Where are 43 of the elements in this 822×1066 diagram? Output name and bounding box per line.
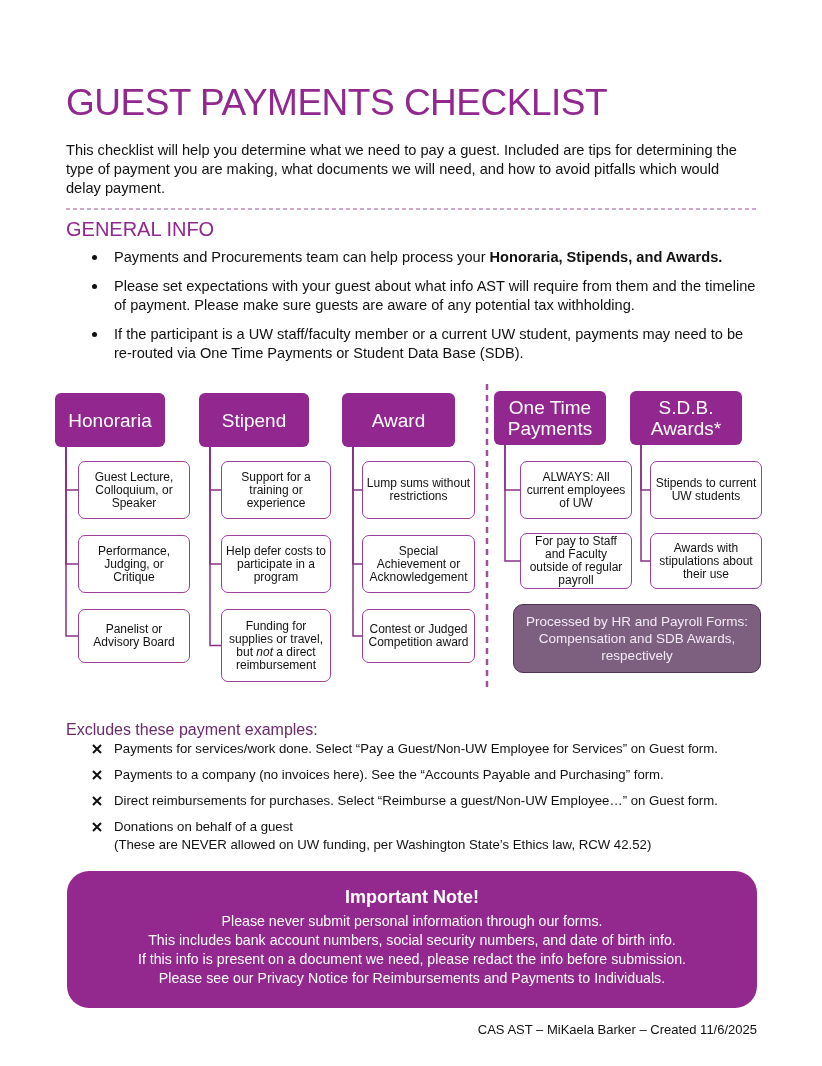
connector-line — [640, 444, 651, 562]
footer-text: CAS AST – MiKaela Barker – Created 11/6/2025 — [476, 1022, 757, 1037]
category-header: One Time Payments — [494, 391, 606, 445]
connector-line — [352, 446, 363, 637]
item-card: For pay to Staff and Faculty outside of regular payroll — [520, 533, 632, 589]
item-card: Stipends to current UW students — [650, 461, 762, 519]
excluded-item-note: (These are NEVER allowed on UW funding, per Washington State’s Ethics law, RCW 42.52) — [114, 836, 653, 853]
connector-line — [65, 446, 79, 637]
note-text: If this info is present on a document we need, please redact the info before submission. — [136, 950, 688, 969]
item-card: Support for a training or experience — [221, 461, 331, 519]
note-heading: Important Note! — [344, 887, 480, 908]
note-text: Please never submit personal information through our forms. — [220, 912, 604, 931]
item-card: Guest Lecture, Colloquium, or Speaker — [78, 461, 190, 519]
bullet-text: If the participant is a UW staff/faculty member or a current UW student, payments may need to be re-routed via One Time Payments or Student Data Base (SDB). — [114, 325, 745, 363]
excluded-item: Donations on behalf of a guest — [114, 818, 294, 835]
note-text: This includes bank account numbers, social security numbers, and date of birth info. — [147, 931, 677, 950]
page-title: GUEST PAYMENTS CHECKLIST — [66, 82, 608, 124]
category-header: Honoraria — [55, 393, 165, 447]
item-card: Contest or Judged Competition award — [362, 609, 475, 663]
note-text: Please see our Privacy Notice for Reimbursements and Payments to Individuals. — [157, 969, 667, 988]
important-note-panel — [67, 871, 757, 1008]
item-card: ALWAYS: All current employees of UW — [520, 461, 632, 519]
note-panel: Processed by HR and Payroll Forms: Compensation and SDB Awards, respectively — [513, 604, 761, 673]
intro-paragraph: This checklist will help you determine what we need to pay a guest. Included are tips for determining the type of payment you are making, what documents we will need, and how to avoid pitfalls which would delay payment. — [66, 141, 738, 198]
bullet-text: Please set expectations with your guest about what info AST will require from them and the timeline of payment. Please make sure guests are aware of any potential tax withholding. — [114, 277, 757, 315]
bullet-text: Payments and Procurements team can help process your Honoraria, Stipends, and Awards. — [114, 248, 724, 267]
section-heading: GENERAL INFO — [66, 218, 216, 241]
connector-line — [504, 444, 521, 562]
item-card: Panelist or Advisory Board — [78, 609, 190, 663]
item-card: Funding for supplies or travel, but not a direct reimbursement — [221, 609, 331, 682]
excluded-item: Payments for services/work done. Select “Pay a Guest/Non-UW Employee for Services” on Guest form. — [114, 740, 719, 757]
item-card: Awards with stipulations about their use — [650, 533, 762, 589]
excluded-item: Payments to a company (no invoices here). See the “Accounts Payable and Purchasing” form. — [114, 766, 665, 783]
item-card: Special Achievement or Acknowledgement — [362, 535, 475, 593]
connector-line — [209, 446, 222, 647]
excluded-item: Direct reimbursements for purchases. Select “Reimburse a guest/Non-UW Employee…” on Guest form. — [114, 792, 719, 809]
item-card: Performance, Judging, or Critique — [78, 535, 190, 593]
category-header: S.D.B. Awards* — [630, 391, 742, 445]
category-header: Award — [342, 393, 455, 447]
item-card: Lump sums without restrictions — [362, 461, 475, 519]
category-header: Stipend — [199, 393, 309, 447]
item-card: Help defer costs to participate in a program — [221, 535, 331, 593]
subheading: Excludes these payment examples: — [66, 721, 319, 739]
